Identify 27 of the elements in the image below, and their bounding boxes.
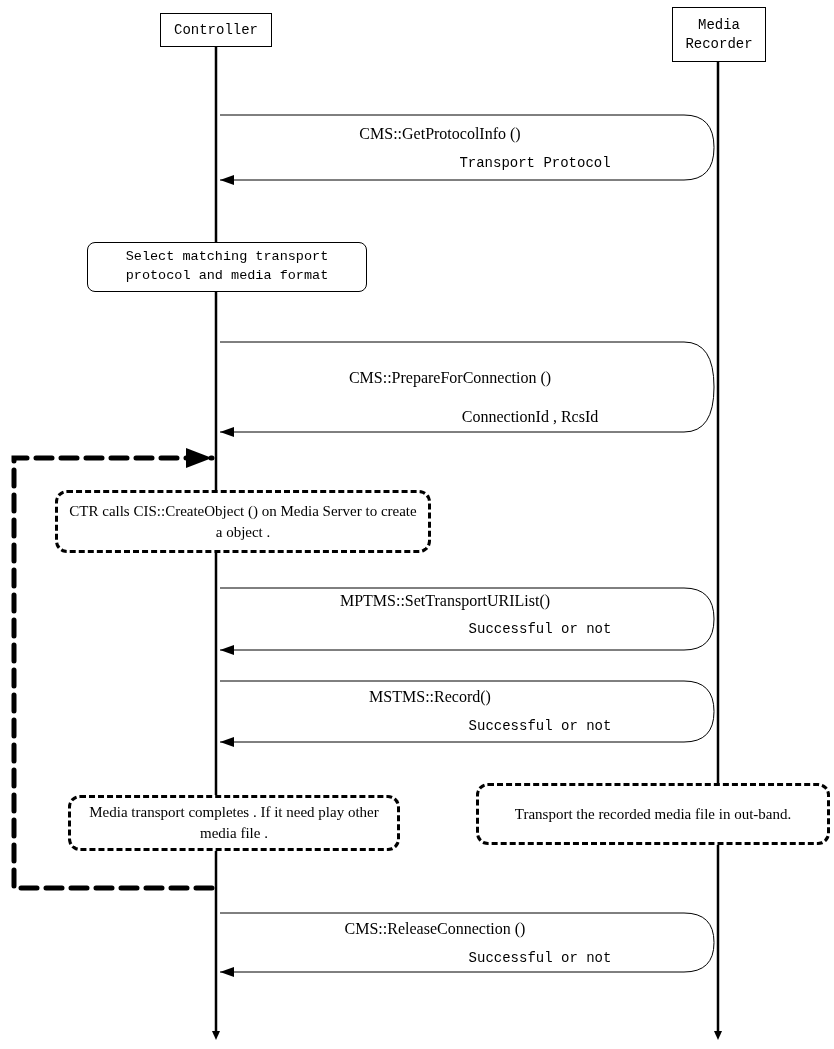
edge-label: CMS::PrepareForConnection () [348,370,552,386]
note-box: Media transport completes . If it need play other media file . [68,795,400,851]
return-arrow [219,618,715,655]
loop-arrow [11,448,215,891]
note-box: Select matching transport protocol and media format [87,242,367,292]
edge-label: Successful or not [468,622,612,636]
edge-label: Successful or not [468,719,612,733]
edge-label: MSTMS::Record() [369,689,491,705]
return-arrow [219,386,715,437]
note-box: Transport the recorded media file in out-band. [476,783,830,845]
edge-label: Successful or not [468,951,612,965]
message-line [219,587,715,620]
edge-label: Transport Protocol [459,156,611,170]
edge-label: CMS::GetProtocolInfo () [359,126,521,142]
return-arrow [219,147,715,185]
message-line [219,912,715,943]
message-line [219,680,715,712]
edge-label: CMS::ReleaseConnection () [344,921,526,937]
participant-box: Media Recorder [672,7,766,62]
return-arrow [219,942,715,977]
return-arrow [219,711,715,747]
message-line [219,341,715,388]
edge-label: MPTMS::SetTransportURIList() [339,593,551,609]
edge-label: ConnectionId , RcsId [461,409,599,425]
message-line [219,114,715,148]
note-box: CTR calls CIS::CreateObject () on Media Server to create a object . [55,490,431,553]
participant-box: Controller [160,13,272,47]
